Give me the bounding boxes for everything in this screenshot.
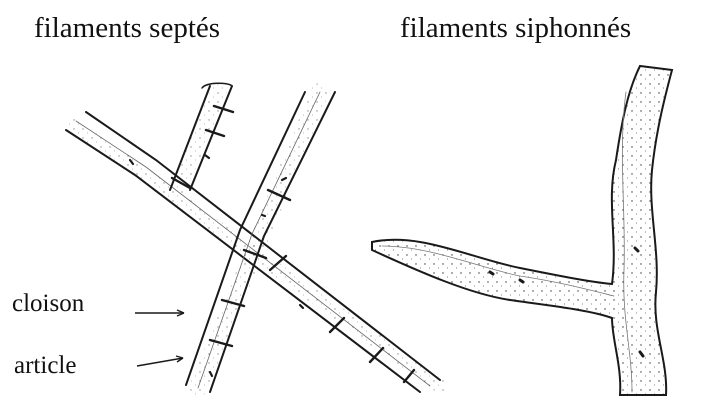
septate-filaments xyxy=(66,83,440,392)
siphonate-body xyxy=(372,66,672,395)
siphonate-filament xyxy=(372,66,672,395)
label-arrows xyxy=(135,310,184,366)
